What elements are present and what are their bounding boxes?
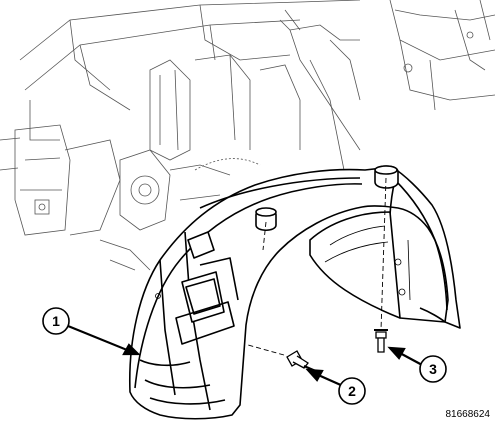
wheelhouse-liner bbox=[128, 165, 461, 420]
upper-fastener bbox=[374, 329, 388, 353]
install-path-lines bbox=[247, 177, 387, 356]
vehicle-body-structure bbox=[0, 0, 495, 271]
callout-2-number: 2 bbox=[348, 383, 356, 399]
callout-1: 1 bbox=[42, 307, 70, 335]
callout-2: 2 bbox=[338, 377, 366, 405]
callout-leaders bbox=[67, 324, 425, 388]
callout-3-number: 3 bbox=[429, 361, 437, 377]
callout-1-number: 1 bbox=[52, 313, 60, 329]
figure-id: 81668624 bbox=[446, 409, 491, 420]
callout-3: 3 bbox=[419, 355, 447, 383]
lower-fastener bbox=[286, 350, 319, 374]
